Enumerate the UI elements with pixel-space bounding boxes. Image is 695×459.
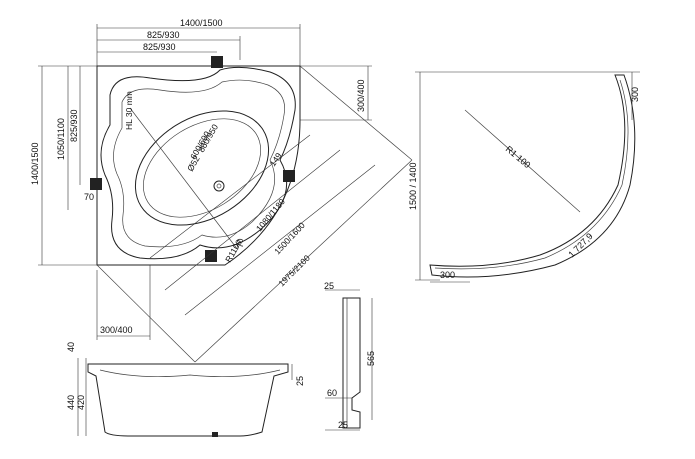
panel-dim-25-bottom: 25 — [338, 420, 348, 430]
dim-40: 40 — [66, 342, 76, 352]
handle-icon-right — [283, 170, 295, 182]
panel-dim-25-top: 25 — [324, 281, 334, 291]
dim-565: 565 — [366, 351, 376, 366]
panel-profile — [342, 297, 361, 429]
dim-1500-1600: 1500/1600 — [272, 220, 307, 256]
dim-1975-2100: 1975/2100 — [276, 253, 312, 289]
dim-825-930-left: 825/930 — [69, 109, 79, 142]
rim-outer — [100, 66, 296, 260]
hl-label: HL 30 mm — [124, 91, 134, 130]
dim-1050-1100: 1050/1100 — [56, 118, 66, 160]
dim-825-930-b: 825/930 — [143, 42, 176, 52]
basin-outer — [134, 110, 270, 226]
dim-825-930-a: 825/930 — [147, 30, 180, 40]
drain-icon — [213, 180, 225, 192]
dim-r1100-inner: R1100 — [223, 238, 244, 264]
dim-70-left: 70 — [84, 192, 94, 202]
section-view: 40 440 420 25 — [66, 342, 305, 437]
side-arc-view: 1500 / 1400 R1 100 1 727,9 300 300 — [408, 71, 640, 283]
dim-300-400-bottom: 300/400 — [100, 325, 133, 335]
arc-outer — [429, 74, 636, 278]
dim-300-top: 300 — [630, 87, 640, 102]
width-dim-label: 1400/1500 — [180, 18, 223, 28]
rim-inner — [113, 79, 285, 248]
dim-70-diag: 70 — [235, 238, 245, 248]
panel-view: 25 565 60 25 — [324, 281, 376, 431]
dim-440: 440 — [66, 395, 76, 410]
section-dim-25: 25 — [295, 376, 305, 386]
dim-300-400-right: 300/400 — [356, 79, 366, 112]
basin-inner — [142, 118, 262, 218]
faucet-icon-left — [90, 178, 102, 190]
height-dim-label: 1400/1500 — [30, 142, 40, 185]
side-height-label: 1500 / 1400 — [408, 162, 418, 210]
handle-icon-bottom — [205, 250, 217, 262]
faucet-icon-top — [211, 56, 223, 68]
dim-60: 60 — [327, 388, 337, 398]
dim-420: 420 — [76, 395, 86, 410]
tub-section — [87, 363, 289, 437]
radius-label: R1 100 — [504, 144, 533, 170]
top-view: 1400/1500 825/930 825/930 1400/1500 1050… — [30, 18, 413, 363]
dim-300-bottom: 300 — [440, 270, 455, 280]
